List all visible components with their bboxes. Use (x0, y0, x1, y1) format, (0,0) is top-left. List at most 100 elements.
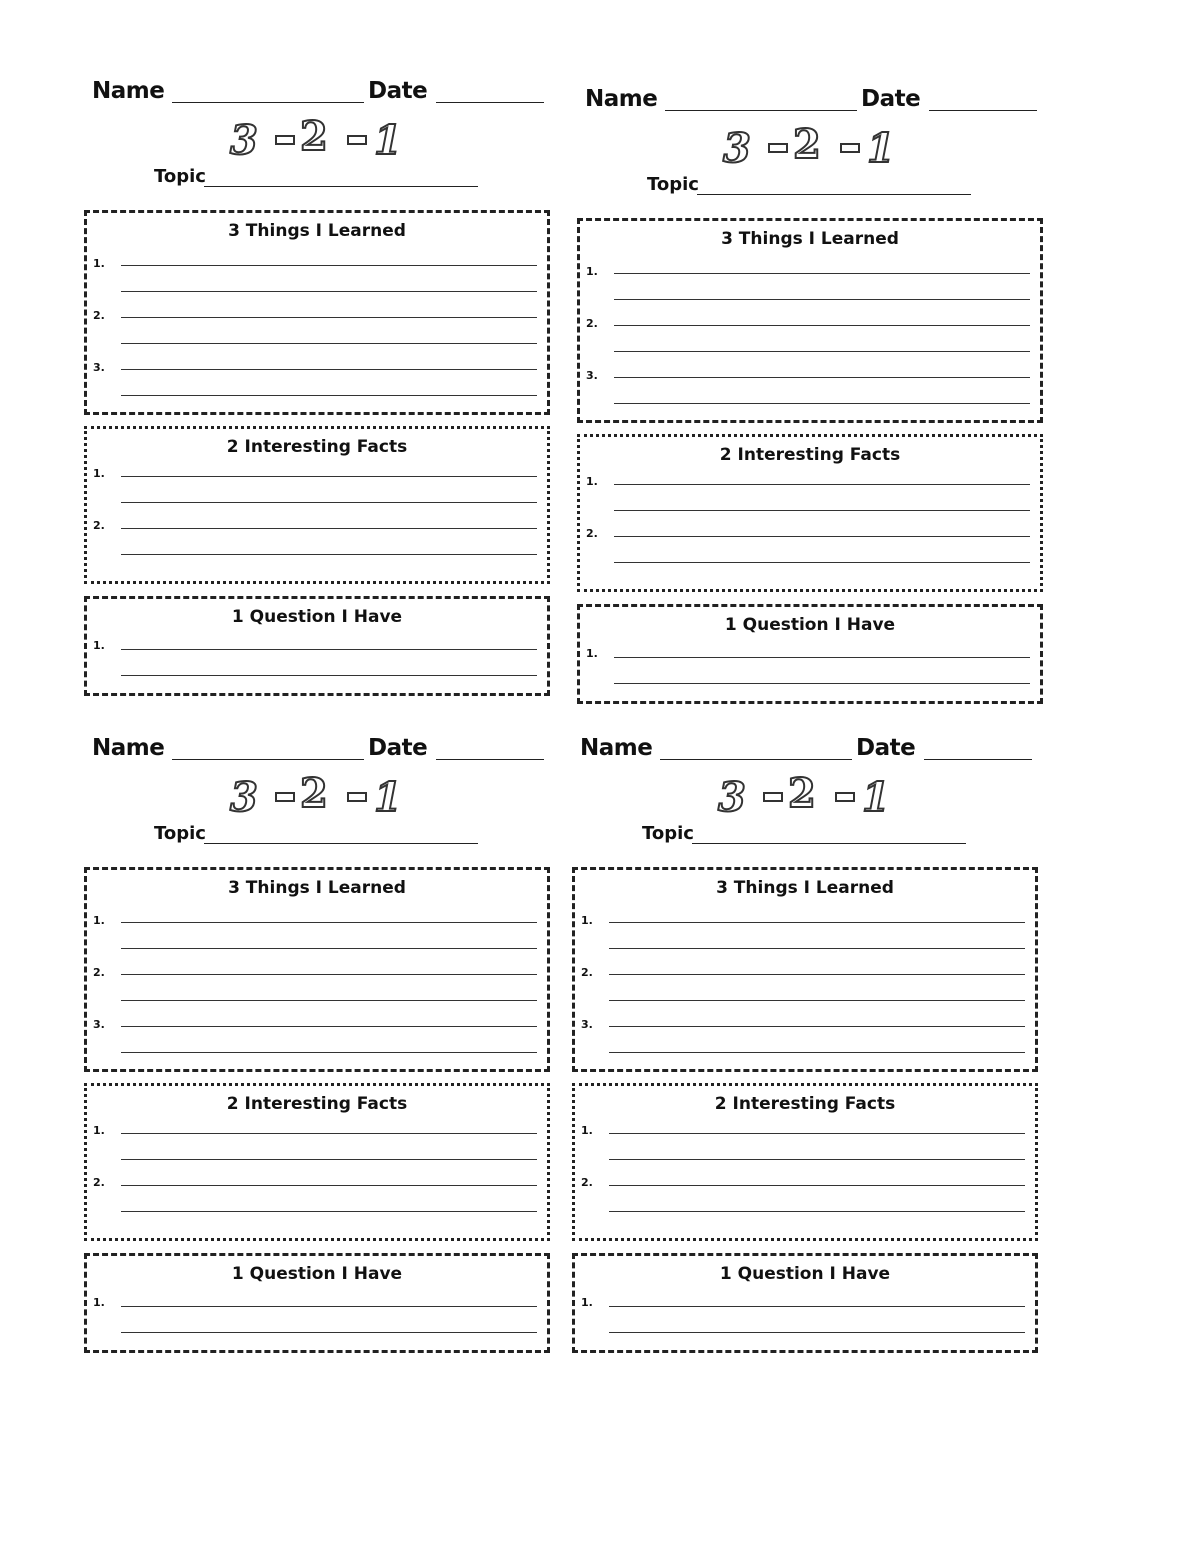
date-blank-line[interactable] (924, 759, 1032, 760)
writing-line[interactable] (121, 369, 537, 370)
three-things-learned-box: 3 Things I Learned 1. 2. 3. (577, 218, 1043, 423)
name-blank-line[interactable] (172, 102, 364, 103)
writing-line[interactable] (121, 265, 537, 266)
topic-row: Topic (154, 823, 484, 847)
name-blank-line[interactable] (660, 759, 852, 760)
writing-line[interactable] (121, 1052, 537, 1053)
topic-row: Topic (154, 166, 484, 190)
writing-line[interactable] (121, 476, 537, 477)
worksheet-card: Name Date 3 2 1 Topic 3 Things I Learned… (82, 78, 552, 718)
one-question-title: 1 Question I Have (719, 1264, 891, 1284)
writing-line[interactable] (121, 649, 537, 650)
one-question-box: 1 Question I Have 1. (84, 1253, 550, 1353)
writing-line[interactable] (121, 528, 537, 529)
writing-line[interactable] (121, 291, 537, 292)
three-things-learned-box: 3 Things I Learned 1. 2. 3. (84, 210, 550, 415)
writing-line[interactable] (121, 675, 537, 676)
writing-line[interactable] (121, 1211, 537, 1212)
item-number: 1. (93, 467, 105, 480)
logo-number-two: 2 (788, 770, 816, 817)
one-question-title: 1 Question I Have (724, 615, 896, 635)
item-number: 3. (581, 1018, 593, 1031)
logo-number-one: 1 (867, 125, 895, 172)
two-facts-title: 2 Interesting Facts (714, 1094, 896, 1114)
writing-line[interactable] (609, 1211, 1025, 1212)
writing-line[interactable] (121, 395, 537, 396)
logo-number-three: 3 (718, 774, 746, 821)
writing-line[interactable] (121, 317, 537, 318)
writing-line[interactable] (614, 377, 1030, 378)
writing-line[interactable] (609, 1159, 1025, 1160)
writing-line[interactable] (609, 922, 1025, 923)
topic-label: Topic (154, 823, 206, 844)
writing-line[interactable] (614, 562, 1030, 563)
writing-line[interactable] (614, 510, 1030, 511)
writing-line[interactable] (609, 1185, 1025, 1186)
writing-line[interactable] (609, 1332, 1025, 1333)
writing-line[interactable] (609, 1026, 1025, 1027)
two-facts-title: 2 Interesting Facts (719, 445, 901, 465)
item-number: 2. (93, 519, 105, 532)
writing-line[interactable] (609, 974, 1025, 975)
date-blank-line[interactable] (929, 110, 1037, 111)
writing-line[interactable] (121, 1026, 537, 1027)
three-two-one-logo: 3 2 1 (710, 769, 910, 825)
writing-line[interactable] (614, 657, 1030, 658)
name-label: Name (92, 735, 165, 761)
logo-number-three: 3 (230, 774, 258, 821)
one-question-title: 1 Question I Have (231, 1264, 403, 1284)
date-label: Date (856, 735, 916, 761)
logo-number-three: 3 (230, 117, 258, 164)
writing-line[interactable] (609, 1306, 1025, 1307)
topic-blank-line[interactable] (204, 186, 478, 187)
name-blank-line[interactable] (172, 759, 364, 760)
item-number: 1. (586, 475, 598, 488)
one-question-title: 1 Question I Have (231, 607, 403, 627)
item-number: 1. (581, 914, 593, 927)
writing-line[interactable] (614, 299, 1030, 300)
writing-line[interactable] (121, 343, 537, 344)
logo-number-two: 2 (300, 113, 328, 160)
writing-line[interactable] (121, 1332, 537, 1333)
writing-line[interactable] (614, 325, 1030, 326)
writing-line[interactable] (121, 974, 537, 975)
writing-line[interactable] (614, 403, 1030, 404)
writing-line[interactable] (121, 1133, 537, 1134)
writing-line[interactable] (609, 1052, 1025, 1053)
logo-dash-1 (275, 792, 295, 802)
writing-line[interactable] (614, 351, 1030, 352)
writing-line[interactable] (609, 1133, 1025, 1134)
writing-line[interactable] (614, 484, 1030, 485)
writing-line[interactable] (121, 1306, 537, 1307)
three-two-one-logo: 3 2 1 (715, 120, 915, 176)
writing-line[interactable] (121, 1159, 537, 1160)
writing-line[interactable] (121, 948, 537, 949)
three-things-title: 3 Things I Learned (228, 221, 406, 241)
date-label: Date (368, 735, 428, 761)
writing-line[interactable] (121, 554, 537, 555)
item-number: 1. (586, 647, 598, 660)
writing-line[interactable] (121, 1000, 537, 1001)
topic-row: Topic (647, 174, 977, 198)
topic-blank-line[interactable] (204, 843, 478, 844)
topic-blank-line[interactable] (697, 194, 971, 195)
three-things-title: 3 Things I Learned (716, 878, 894, 898)
name-blank-line[interactable] (665, 110, 857, 111)
logo-number-three: 3 (723, 125, 751, 172)
date-blank-line[interactable] (436, 102, 544, 103)
date-blank-line[interactable] (436, 759, 544, 760)
item-number: 1. (93, 257, 105, 270)
writing-line[interactable] (121, 922, 537, 923)
writing-line[interactable] (609, 1000, 1025, 1001)
writing-line[interactable] (121, 502, 537, 503)
writing-line[interactable] (121, 1185, 537, 1186)
topic-blank-line[interactable] (692, 843, 966, 844)
writing-line[interactable] (614, 536, 1030, 537)
one-question-box: 1 Question I Have 1. (84, 596, 550, 696)
writing-line[interactable] (614, 273, 1030, 274)
logo-number-two: 2 (300, 770, 328, 817)
item-number: 3. (586, 369, 598, 382)
writing-line[interactable] (614, 683, 1030, 684)
writing-line[interactable] (609, 948, 1025, 949)
name-date-row: Name Date (585, 86, 1037, 116)
